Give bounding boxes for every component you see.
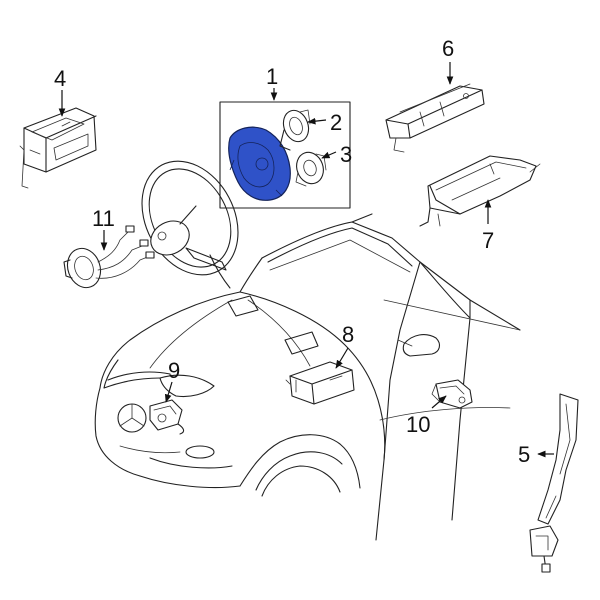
part-5-side-airbag: [529, 393, 579, 573]
part-8-control-module: [285, 361, 355, 405]
callout-leaders: [58, 62, 554, 458]
part-9-impact-sensor: [149, 399, 185, 435]
car-outline: [94, 213, 521, 541]
steering-wheel: [141, 160, 239, 289]
callout-4: 4: [54, 66, 66, 91]
driver-airbag-module[interactable]: [228, 126, 291, 201]
part-2-component: [279, 109, 311, 151]
part-6-airbag-module: [385, 83, 485, 153]
callout-6: 6: [442, 36, 454, 61]
callout-2: 2: [330, 110, 342, 135]
callout-labels: 1 2 3 4 5 6 7 8 9 10 11: [54, 36, 530, 467]
callout-3: 3: [340, 142, 352, 167]
callout-10: 10: [406, 412, 430, 437]
part-4-passenger-airbag: [19, 107, 97, 189]
part-3-component: [295, 151, 327, 187]
part-1-driver-airbag-group: [219, 101, 351, 209]
callout-1: 1: [266, 64, 278, 89]
callout-8: 8: [342, 322, 354, 347]
callout-7: 7: [482, 228, 494, 253]
callout-9: 9: [168, 358, 180, 383]
part-10-side-sensor: [431, 379, 473, 409]
callout-11: 11: [92, 206, 115, 231]
part-11-clockspring: [63, 225, 155, 289]
callout-5: 5: [518, 442, 530, 467]
part-7-airbag-module: [419, 155, 541, 227]
